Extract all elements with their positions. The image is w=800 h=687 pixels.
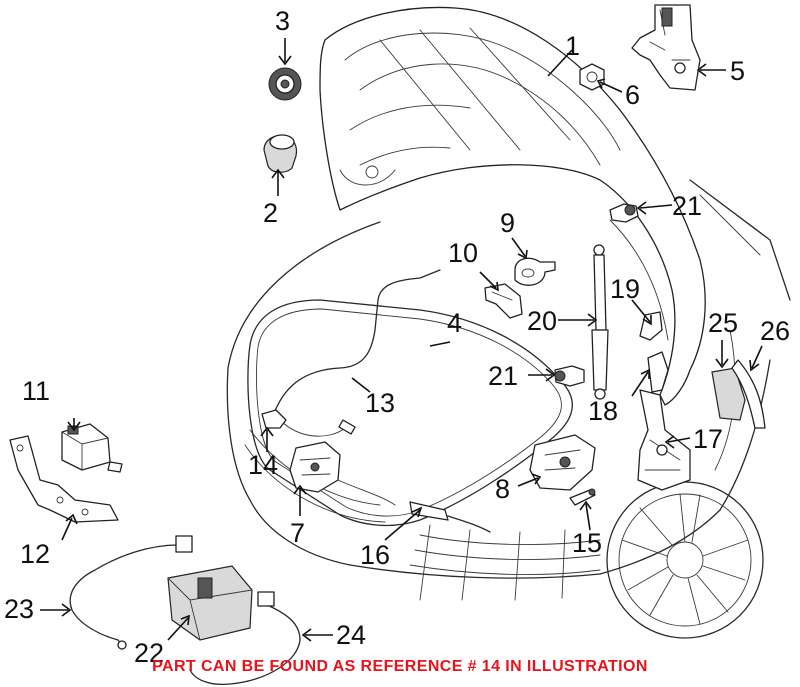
washer-unit-part [167,565,253,641]
callout-7: 7 [290,518,305,548]
seal-piece-part [711,367,746,421]
wheel-outline [606,481,764,639]
callout-17: 17 [693,424,723,454]
callout-20: 20 [527,306,557,336]
callout-21-upper: 21 [672,191,702,221]
hood-panel [319,6,706,406]
pin-part [569,488,596,506]
release-cable [269,269,441,437]
callout-12: 12 [20,539,50,569]
callout-13: 13 [365,388,395,418]
lock-cable-part [409,501,491,533]
bumper-stop-part [263,134,298,173]
wire-part [189,591,301,686]
callout-19: 19 [610,274,640,304]
hood-lock-part [529,434,596,491]
callout-4: 4 [447,308,462,338]
callout-6: 6 [625,80,640,110]
callout-15: 15 [572,528,602,558]
callout-9: 9 [500,208,515,238]
trim-strip-part [731,359,766,429]
reference-note: PART CAN BE FOUND AS REFERENCE # 14 IN I… [152,658,648,675]
callout-3: 3 [275,6,290,36]
hinge-clip-part [639,311,663,341]
switch-part [61,423,123,473]
callout-5: 5 [730,56,745,86]
callout-26: 26 [760,316,790,346]
latch-bracket-part [484,283,523,319]
callout-16: 16 [360,540,390,570]
callout-21-lower: 21 [488,361,518,391]
callout-24: 24 [336,620,366,650]
ball-stud-upper [609,203,639,223]
callout-labels: 1 2 3 4 5 6 7 8 9 10 11 12 13 14 15 16 1… [4,6,790,668]
callout-10: 10 [448,238,478,268]
grommet-part [268,67,302,101]
callout-1: 1 [565,31,580,61]
lower-lock-part [289,441,396,506]
bracket-part [9,435,119,523]
leader-lines [40,38,763,642]
callout-2: 2 [263,198,278,228]
callout-14: 14 [248,450,278,480]
release-handle-part [261,409,287,429]
car-body-outline [226,179,791,601]
ball-stud-lower [554,365,585,387]
callout-25: 25 [708,308,738,338]
callout-18: 18 [588,396,618,426]
safety-hook-part [514,257,556,286]
callout-8: 8 [495,474,510,504]
callout-11: 11 [22,376,50,406]
hinge-bracket-part [631,4,701,91]
hood-hinge-part [637,389,691,491]
callout-22: 22 [134,638,164,668]
callout-23: 23 [4,594,34,624]
hinge-cover-part [647,351,669,393]
wire-harness-part [69,535,193,650]
gas-strut-part [591,244,609,400]
